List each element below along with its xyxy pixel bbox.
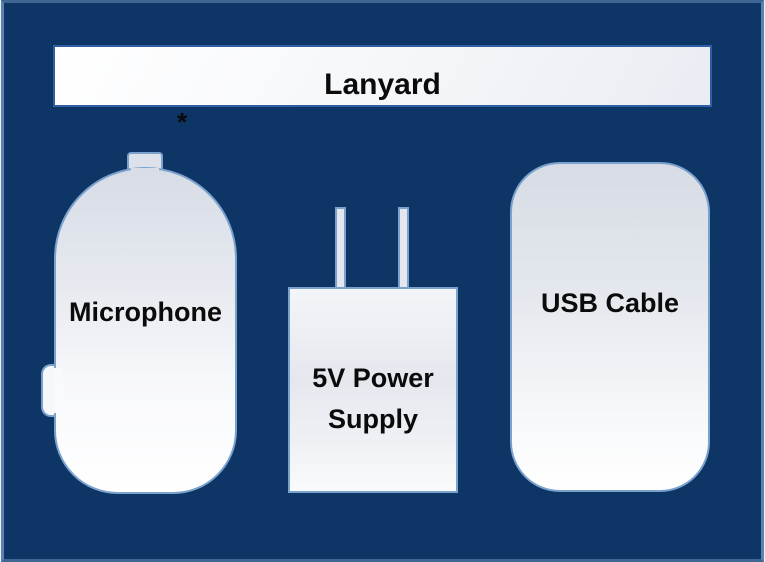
power-supply-label-line2: Supply xyxy=(327,404,418,434)
power-supply-label: 5V Power Supply xyxy=(288,358,458,440)
plug-prong-right xyxy=(398,207,409,291)
plug-prong-left xyxy=(335,207,346,291)
lanyard-label: Lanyard xyxy=(324,68,441,101)
asterisk-mark: * xyxy=(177,107,188,137)
power-supply-label-line1: 5V Power xyxy=(312,363,434,393)
lanyard-shape xyxy=(53,45,712,107)
usb-cable-shape xyxy=(510,162,710,492)
usb-cable-label: USB Cable xyxy=(540,288,680,318)
microphone-side-button xyxy=(41,364,58,417)
microphone-shape xyxy=(54,167,237,494)
microphone-tab-join xyxy=(131,168,159,175)
power-supply-shape xyxy=(288,287,458,493)
microphone-bump-join xyxy=(54,368,63,413)
microphone-label: Microphone xyxy=(69,297,222,327)
